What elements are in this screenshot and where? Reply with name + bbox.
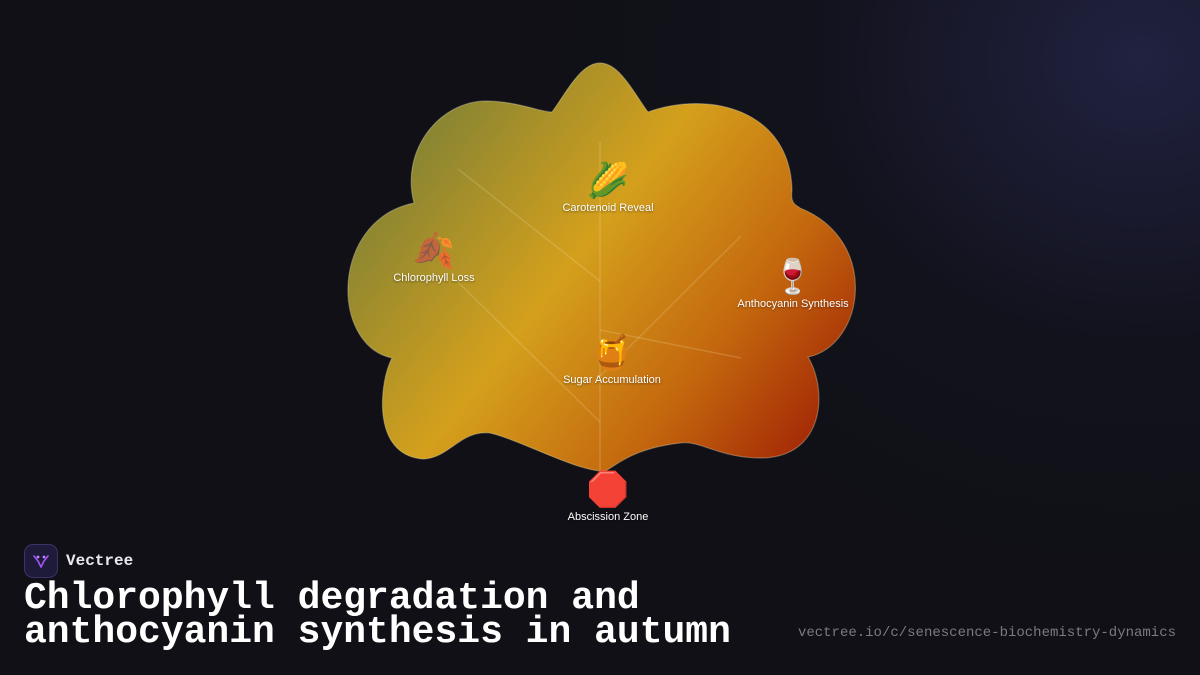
wine-glass-icon: 🍷: [771, 257, 815, 297]
stop-sign-icon: 🛑: [586, 470, 630, 510]
node-label: Carotenoid Reveal: [562, 202, 654, 214]
vein-lower-right: [599, 329, 742, 359]
node-chlorophyll-loss[interactable]: 🍂 Chlorophyll Loss: [393, 232, 474, 284]
node-carotenoid-reveal[interactable]: 🌽 Carotenoid Reveal: [562, 162, 653, 214]
node-label: Anthocyanin Synthesis: [737, 298, 849, 310]
corn-icon: 🌽: [586, 161, 630, 201]
vein-upper-right: [599, 235, 742, 377]
source-url[interactable]: vectree.io/c/senescence-biochemistry-dyn…: [797, 625, 1176, 641]
honey-pot-icon: 🍯: [590, 333, 634, 373]
node-label: Sugar Accumulation: [563, 374, 661, 386]
page-title: Chlorophyll degradation and anthocyanin …: [24, 577, 731, 654]
node-abscission-zone[interactable]: 🛑 Abscission Zone: [568, 471, 649, 523]
node-label: Chlorophyll Loss: [393, 272, 475, 284]
node-sugar-accumulation[interactable]: 🍯 Sugar Accumulation: [563, 334, 661, 386]
fallen-leaf-icon: 🍂: [412, 231, 456, 271]
leaf-shape: [347, 62, 856, 472]
vein-upper-left: [457, 168, 601, 282]
brand-name: Vectree: [66, 552, 134, 570]
vectree-logo-icon: [24, 544, 58, 578]
node-label: Abscission Zone: [567, 511, 649, 523]
vein-lower-left: [457, 281, 601, 423]
brand[interactable]: Vectree: [24, 544, 133, 578]
node-anthocyanin-synthesis[interactable]: 🍷 Anthocyanin Synthesis: [737, 258, 848, 310]
